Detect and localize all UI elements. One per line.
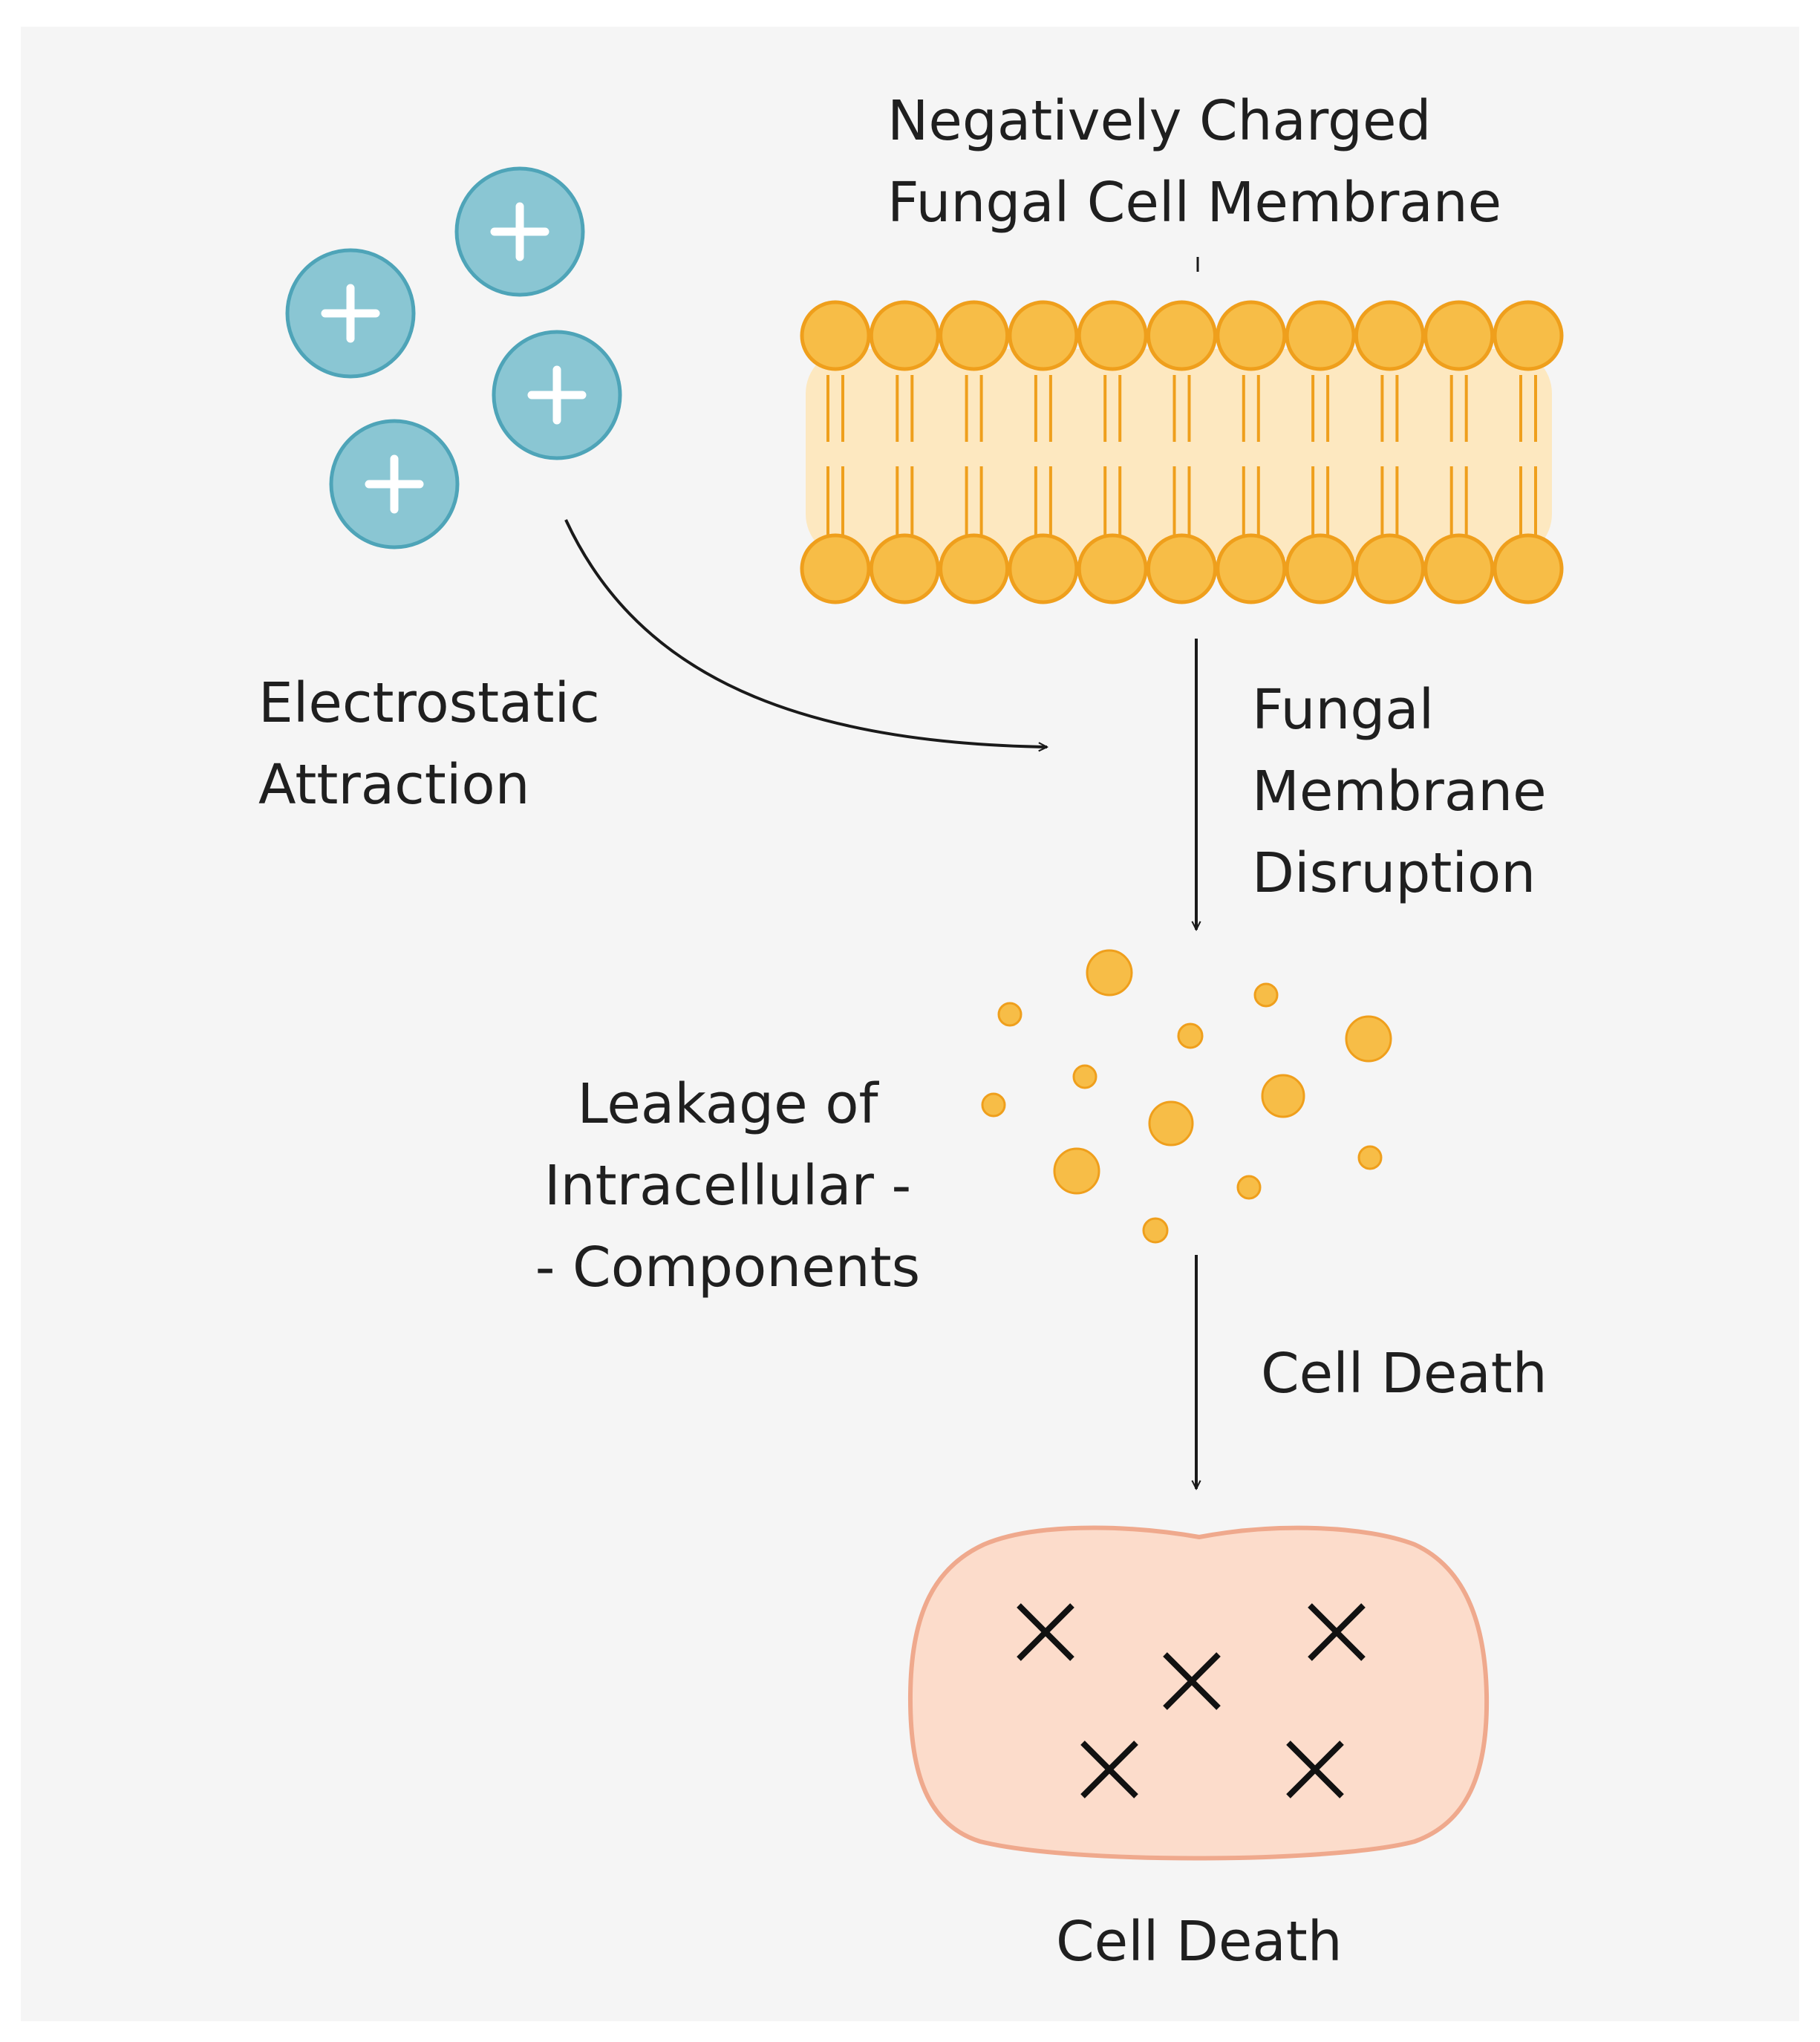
lipid-tails [826, 375, 1537, 535]
leaked-droplet [1177, 1022, 1204, 1049]
lipid-head [1354, 533, 1425, 604]
lipid-bilayer [800, 257, 1564, 604]
lipid-heads-outer [800, 300, 1564, 371]
attraction-arrow [564, 519, 1047, 747]
plus-icon [490, 202, 549, 261]
leaked-droplet [1357, 1145, 1383, 1170]
leaked-droplet [1236, 1175, 1262, 1200]
lipid-head [1077, 533, 1148, 604]
lipid-head [869, 533, 940, 604]
positive-ion [329, 419, 460, 549]
lipid-head [939, 533, 1010, 604]
lipid-head [1147, 300, 1217, 371]
plus-icon [527, 365, 587, 425]
leaked-droplet [981, 1092, 1006, 1118]
leaked-droplet [1261, 1074, 1305, 1118]
lipid-heads-inner [800, 533, 1564, 604]
x-mark-icon [1017, 1603, 1074, 1661]
positive-ion [454, 166, 585, 297]
x-mark-icon [1308, 1603, 1366, 1661]
lipid-head [1493, 300, 1564, 371]
membrane-label: Negatively Charged Fungal Cell Membrane [887, 89, 1502, 235]
membrane-core [806, 349, 1552, 558]
plus-icon [321, 284, 380, 343]
lipid-head [1354, 300, 1425, 371]
lipid-head [1216, 533, 1287, 604]
lipid-head [1285, 300, 1356, 371]
leaked-droplet [1148, 1100, 1194, 1146]
leaked-droplet [1072, 1064, 1097, 1089]
lipid-head [869, 300, 940, 371]
leaked-components [981, 949, 1392, 1244]
leaked-droplet [1142, 1217, 1169, 1244]
lipid-head [1008, 300, 1079, 371]
lipid-head [800, 533, 871, 604]
lipid-head [1423, 533, 1495, 604]
lipid-head [1077, 300, 1148, 371]
plus-icon [365, 454, 424, 514]
leaked-droplet [1053, 1147, 1100, 1195]
lipid-head [800, 300, 871, 371]
disruption-label: Fungal Membrane Disruption [1252, 678, 1547, 905]
leaked-droplet [1086, 949, 1133, 996]
leakage-label: Leakage of Intracellular - - Components [535, 1072, 921, 1299]
dead-cell [907, 1525, 1490, 1861]
lipid-head [1285, 533, 1356, 604]
positive-ion [285, 248, 416, 379]
leaked-droplet [1345, 1015, 1392, 1063]
lipid-head [1008, 533, 1079, 604]
attraction-label: Electrostatic Attraction [258, 671, 600, 817]
lipid-head [1147, 533, 1217, 604]
x-mark-icon [1286, 1741, 1344, 1798]
cell-death-caption: Cell Death [1056, 1910, 1343, 1974]
cell-body [907, 1525, 1490, 1861]
lipid-head [939, 300, 1010, 371]
lipid-head [1423, 300, 1495, 371]
positive-ion [492, 330, 622, 460]
leaked-droplet [1253, 982, 1279, 1008]
x-mark-icon [1163, 1652, 1221, 1710]
leaked-droplet [997, 1002, 1022, 1027]
x-mark-icon [1080, 1741, 1138, 1798]
cell-death-step-label: Cell Death [1261, 1342, 1547, 1406]
lipid-head [1493, 533, 1564, 604]
positive-ions [285, 166, 622, 549]
lipid-head [1216, 300, 1287, 371]
